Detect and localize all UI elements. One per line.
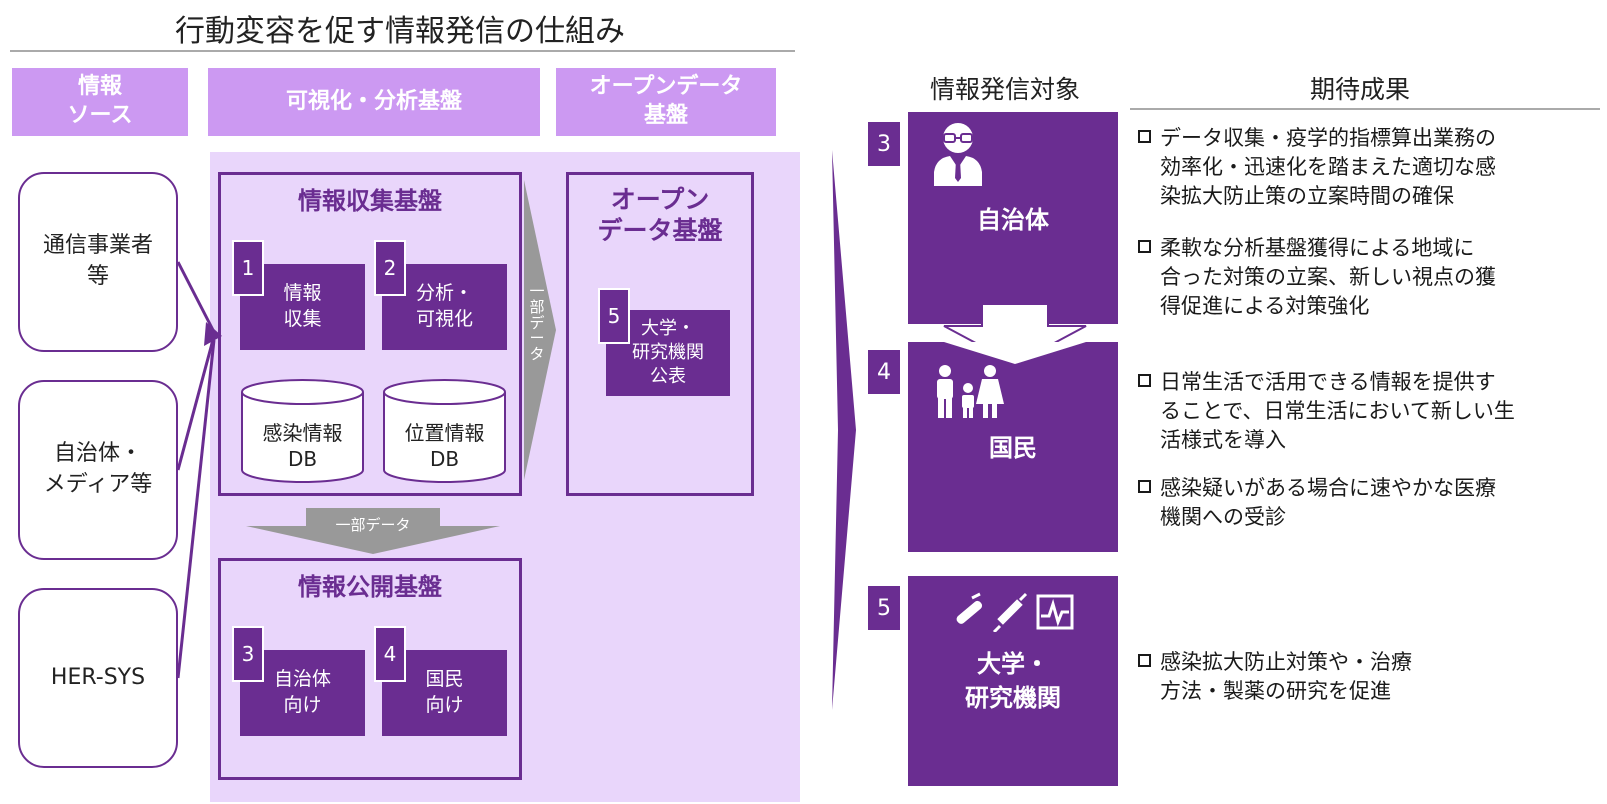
source-her-sys: HER-SYS (18, 588, 178, 768)
header-opendata: オープンデータ 基盤 (556, 68, 776, 136)
down-arrow (246, 508, 500, 554)
publication-platform (218, 558, 522, 780)
target-municipality-label: 自治体 (977, 206, 1049, 234)
infection-db-cylinder (241, 379, 364, 483)
source-carrier: 通信事業者 等 (18, 172, 178, 352)
doctor-icon (934, 123, 982, 186)
num-badge-3: 3 (232, 626, 264, 682)
collect-info-box: 情報 収集 (240, 264, 365, 350)
publication-title: 情報公開基盤 (298, 573, 442, 601)
col-result-header: 期待成果 (1309, 75, 1410, 104)
right-arrow (524, 180, 556, 480)
target-municipality (908, 112, 1118, 324)
num-badge-1: 1 (232, 240, 264, 296)
right-arrow-label: 一部データ (529, 282, 545, 363)
checkbox-square-icon (1138, 654, 1151, 667)
source-municipality-media: 自治体・ メディア等 (18, 380, 178, 560)
header-source: 情報 ソース (12, 68, 188, 136)
result-bullet: 柔軟な分析基盤獲得による地域に 合った対策の立案、新しい視点の獲 得促進による対… (1138, 234, 1598, 321)
target-num-3: 3 (868, 122, 900, 166)
checkbox-square-icon (1138, 130, 1151, 143)
collection-platform (218, 172, 522, 496)
result-bullet: 日常生活で活用できる情報を提供す ることで、日常生活において新しい生 活様式を導… (1138, 368, 1598, 455)
family-icon (937, 365, 1004, 418)
collection-title: 情報収集基盤 (298, 187, 442, 215)
opendata-platform (566, 172, 754, 496)
infection-db-label: 感染情報 DB (262, 421, 343, 471)
checkbox-square-icon (1138, 240, 1151, 253)
arrow-overlap (944, 342, 1086, 364)
target-num-5: 5 (868, 586, 900, 630)
down-arrow-label: 一部データ (335, 516, 411, 534)
target-num-4: 4 (868, 350, 900, 394)
target-citizens-label: 国民 (989, 434, 1037, 462)
result-bullet: 感染拡大防止対策や・治療 方法・製薬の研究を促進 (1138, 648, 1598, 706)
location-db-cylinder (383, 379, 506, 483)
title-divider (10, 50, 795, 52)
opendata-title: オープン データ基盤 (597, 185, 723, 246)
num-badge-4: 4 (374, 626, 406, 682)
num-badge-5: 5 (598, 288, 630, 344)
medical-tools-icon (956, 592, 1074, 632)
result-bullet: 感染疑いがある場合に速やかな医療 機関への受診 (1138, 474, 1598, 532)
col-target-header: 情報発信対象 (929, 75, 1080, 104)
result-header-rule (1130, 108, 1600, 110)
target-universities-label: 大学・ 研究機関 (965, 650, 1061, 712)
header-analysis: 可視化・分析基盤 (208, 68, 540, 136)
num-badge-2: 2 (374, 240, 406, 296)
page-title: 行動変容を促す情報発信の仕組み (175, 14, 625, 49)
flow-chevron (832, 150, 856, 710)
location-db-label: 位置情報 DB (404, 421, 485, 471)
checkbox-square-icon (1138, 374, 1151, 387)
checkbox-square-icon (1138, 480, 1151, 493)
target-citizens (908, 342, 1118, 552)
result-bullet: データ収集・疫学的指標算出業務の 効率化・迅速化を踏まえた適切な感 染拡大防止策… (1138, 124, 1598, 211)
